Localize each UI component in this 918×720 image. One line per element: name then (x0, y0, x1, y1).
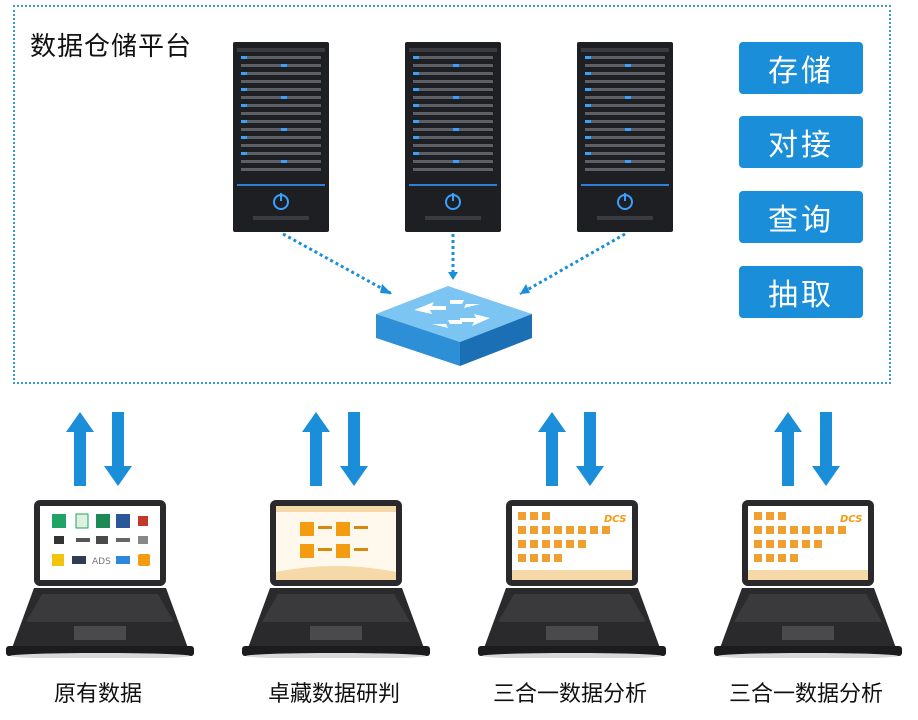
query-button[interactable]: 查询 (739, 191, 863, 243)
bidirectional-arrow-icon (66, 412, 132, 486)
store-button[interactable]: 存储 (739, 42, 863, 94)
server-1 (233, 42, 329, 232)
network-switch-icon (376, 286, 532, 366)
bidirectional-arrow-icon (538, 412, 604, 486)
laptop-three-in-one-analysis-2: DCS (714, 500, 902, 658)
client-label-three-in-one-2: 三合一数据分析 (728, 682, 883, 707)
platform-title: 数据仓储平台 (30, 32, 193, 62)
connect-button[interactable]: 对接 (739, 116, 863, 168)
client-label-original-data: 原有数据 (53, 682, 142, 707)
ads-logo-text: ADS (92, 557, 111, 567)
bidirectional-arrow-icon (774, 412, 840, 486)
extract-button[interactable]: 抽取 (739, 266, 863, 318)
bidirectional-arrow-icon (302, 412, 368, 486)
server-3 (577, 42, 673, 232)
dcs-logo-text: DCS (840, 514, 863, 525)
dcs-logo-text: DCS (604, 514, 627, 525)
data-warehouse-platform (13, 5, 891, 384)
server-2 (405, 42, 501, 232)
client-label-zhuozang-analysis: 卓藏数据研判 (267, 682, 400, 707)
laptop-original-data: ADS (6, 500, 194, 658)
laptop-zhuozang-analysis (242, 500, 430, 658)
laptop-three-in-one-analysis: DCS (478, 500, 666, 658)
client-label-three-in-one-1: 三合一数据分析 (492, 682, 647, 707)
